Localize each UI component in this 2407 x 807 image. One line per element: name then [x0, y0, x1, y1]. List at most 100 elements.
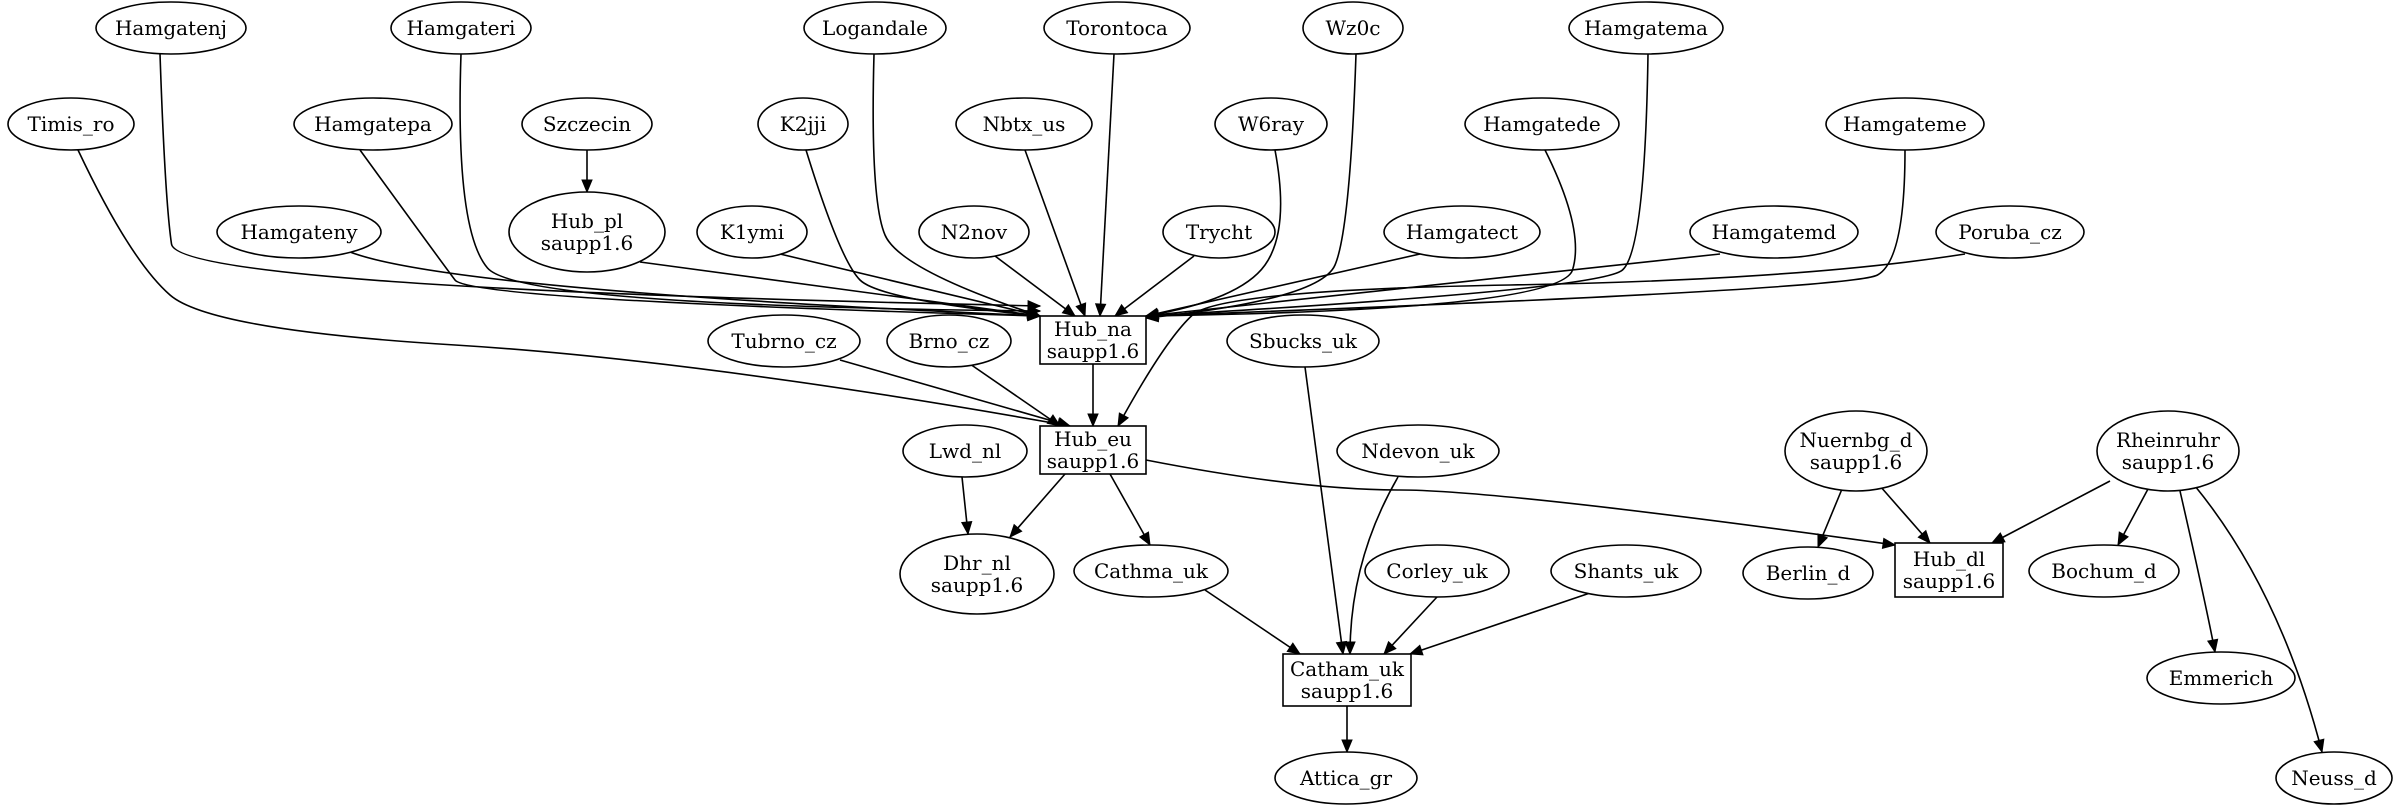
node-ellipse: [1162, 205, 1276, 259]
node-label: Trycht: [1186, 220, 1252, 244]
node-ellipse: [1302, 1, 1404, 55]
arrowhead-icon: [1026, 307, 1042, 319]
node-n2nov: N2nov: [918, 205, 1030, 259]
edge-hub_na-to-hub_eu: [1087, 364, 1099, 428]
node-hamgatepa: Hamgatepa: [293, 97, 453, 151]
arrowhead-icon: [1917, 529, 1931, 544]
arrowhead-icon: [1117, 412, 1130, 428]
node-shants-uk: Shants_uk: [1550, 544, 1702, 598]
node-label: Neuss_d: [2291, 766, 2377, 790]
edge-sbucks_uk-to-catham_uk: [1304, 366, 1348, 656]
node-ellipse: [707, 314, 861, 368]
edge-line: [1145, 459, 1896, 546]
arrowhead-icon: [1009, 523, 1023, 538]
edge-lwd_nl-to-dhr_nl: [960, 476, 973, 536]
node-hamgatede: Hamgatede: [1464, 97, 1620, 151]
edge-line: [1349, 476, 1399, 655]
node-ellipse: [95, 1, 247, 55]
edge-rheinruhr-to-emmerich: [2179, 490, 2219, 654]
edge-wz0c-to-hub_na: [1144, 53, 1357, 323]
arrowhead-icon: [1408, 644, 1424, 656]
node-label: K1ymi: [720, 220, 784, 244]
node-ellipse: [1073, 544, 1229, 598]
node-ellipse: [1274, 751, 1418, 805]
node-trycht: Trycht: [1162, 205, 1276, 259]
node-ellipse: [696, 205, 808, 259]
edge-nbtx_us-to-hub_na: [1024, 149, 1087, 318]
node-box: [1282, 653, 1412, 707]
edge-hub_eu-to-dhr_nl: [1009, 473, 1066, 538]
edge-line: [639, 261, 1041, 317]
edge-line: [994, 255, 1076, 317]
arrowhead-icon: [1046, 414, 1062, 427]
arrowhead-icon: [1335, 640, 1348, 656]
node-label: Shants_uk: [1574, 559, 1680, 583]
node-label: Hamgatede: [1483, 112, 1601, 136]
edge-poruba_cz-to-hub_eu: [1117, 253, 1966, 428]
edge-line: [2179, 490, 2216, 653]
edge-k1ymi-to-hub_na: [779, 253, 1042, 319]
arrowhead-icon: [581, 179, 593, 194]
node-wz0c: Wz0c: [1302, 1, 1404, 55]
edge-line: [1304, 366, 1344, 655]
arrowhead-icon: [1817, 533, 1829, 549]
node-berlin-d: Berlin_d: [1742, 546, 1874, 600]
node-brno-cz: Brno_cz: [886, 314, 1012, 368]
edge-szczecin-to-hub_pl: [581, 150, 593, 194]
arrowhead-icon: [1990, 532, 2006, 544]
node-ellipse: [1550, 544, 1702, 598]
edge-line: [1117, 253, 1966, 427]
edge-line: [969, 363, 1061, 427]
node-label: Attica_gr: [1299, 766, 1392, 790]
node-ellipse: [1464, 97, 1620, 151]
node-label: Hamgatect: [1406, 220, 1518, 244]
node-label: Hamgateny: [240, 220, 358, 244]
node-ellipse: [902, 424, 1028, 478]
node-logandale: Logandale: [803, 1, 947, 55]
node-label: Tubrno_cz: [731, 329, 836, 353]
edge-torontoca-to-hub_na: [1094, 53, 1115, 318]
node-ellipse: [1568, 1, 1724, 55]
node-ellipse: [521, 97, 653, 151]
edge-line: [1383, 596, 1438, 655]
edge-line: [1879, 485, 1931, 544]
edge-line: [1145, 149, 1906, 317]
node-label: Hub_pl: [551, 209, 623, 233]
node-ellipse: [216, 205, 382, 259]
node-sublabel: saupp1.6: [1047, 339, 1139, 363]
node-label: Lwd_nl: [929, 439, 1001, 463]
edge-line: [77, 149, 1071, 427]
node-label: Berlin_d: [1766, 561, 1851, 585]
arrowhead-icon: [1344, 641, 1356, 656]
node-ellipse: [293, 97, 453, 151]
edge-line: [1109, 473, 1151, 546]
node-ellipse: [803, 1, 947, 55]
node-label: Emmerich: [2169, 666, 2274, 690]
node-torontoca: Torontoca: [1043, 1, 1191, 55]
edge-corley_uk-to-catham_uk: [1383, 596, 1438, 655]
node-box: [1894, 542, 2004, 598]
node-label: Ndevon_uk: [1361, 439, 1475, 463]
node-label: Timis_ro: [28, 112, 115, 136]
edge-shants_uk-to-catham_uk: [1408, 592, 1591, 656]
node-neuss-d: Neuss_d: [2275, 751, 2393, 805]
edge-layer: [77, 53, 2325, 754]
edge-rheinruhr-to-bochum_d: [2117, 488, 2149, 547]
edge-line: [839, 359, 1071, 427]
node-ellipse: [1689, 205, 1859, 259]
edge-hamgatemd-to-hub_na: [1144, 253, 1721, 321]
edge-line: [1009, 473, 1066, 538]
edge-logandale-to-hub_na: [872, 53, 1042, 318]
node-ellipse: [1226, 314, 1380, 368]
node-sublabel: saupp1.6: [1301, 679, 1393, 703]
edge-line: [1145, 53, 1649, 317]
node-hamgatenj: Hamgatenj: [95, 1, 247, 55]
node-ellipse: [1935, 205, 2085, 259]
edge-rheinruhr-to-hub_dl: [1990, 480, 2111, 544]
